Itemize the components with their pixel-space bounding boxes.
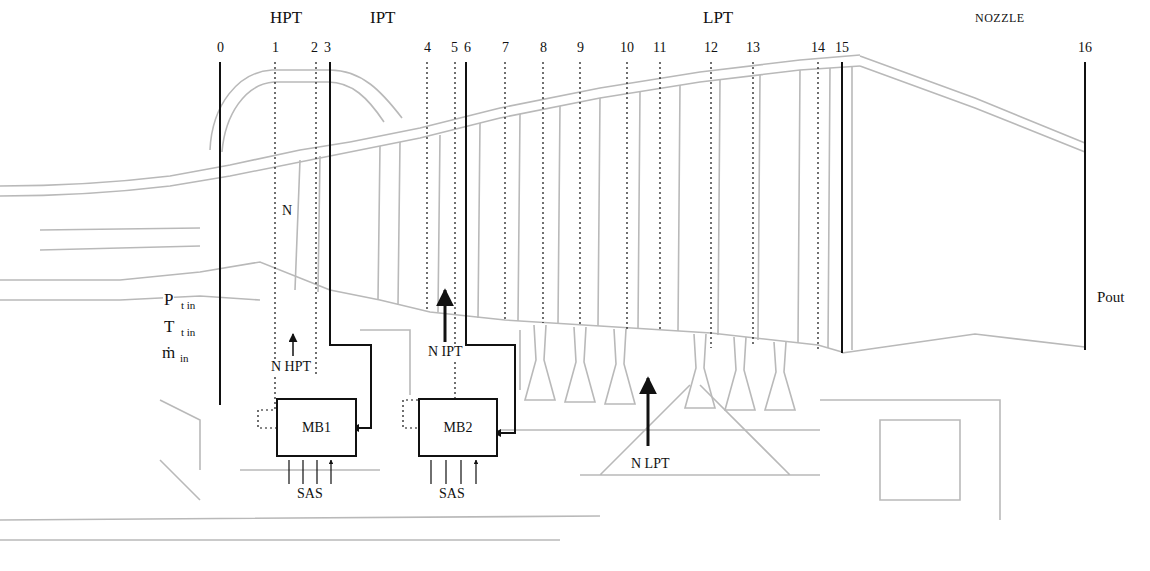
station-number: 4 [423,41,432,55]
station-number: 3 [323,41,332,55]
mass-balance-box: MB1 [276,398,357,457]
section-heading: NOZZLE [974,12,1026,24]
symbol-label: T [163,318,175,335]
speed-label: N [281,204,293,218]
sas-label: SAS [296,487,324,501]
station-number: 1 [271,41,280,55]
station-lines [220,62,1085,433]
mass-balance-box: MB2 [418,398,498,457]
symbol-label: ṁ [161,344,176,361]
station-number: 16 [1077,41,1093,55]
station-number: 0 [216,41,225,55]
station-number: 2 [310,41,319,55]
station-number: 7 [501,41,510,55]
station-number: 11 [652,41,667,55]
station-number: 13 [745,41,761,55]
station-number: 8 [539,41,548,55]
station-number: 5 [450,41,459,55]
station-number: 6 [463,41,472,55]
station-number: 14 [810,41,826,55]
station-number: 10 [619,41,635,55]
symbol-label: P [163,291,174,308]
box-label: MB2 [444,421,473,435]
section-heading: IPT [369,9,397,26]
engine-outline [0,55,1085,540]
speed-label: N LPT [630,457,671,471]
section-heading: HPT [269,9,303,26]
sas-label: SAS [438,487,466,501]
station-number: 15 [834,41,850,55]
section-heading: LPT [702,9,734,26]
subscript-label: t in [180,327,196,338]
sas-arrows [289,460,476,484]
speed-label: N IPT [427,345,464,359]
box-label: MB1 [302,421,331,435]
station-number: 9 [576,41,585,55]
station-number: 12 [703,41,719,55]
boundary-label: Pout [1096,290,1126,305]
subscript-label: in [179,353,190,364]
speed-label: N HPT [270,360,312,374]
subscript-label: t in [180,300,196,311]
